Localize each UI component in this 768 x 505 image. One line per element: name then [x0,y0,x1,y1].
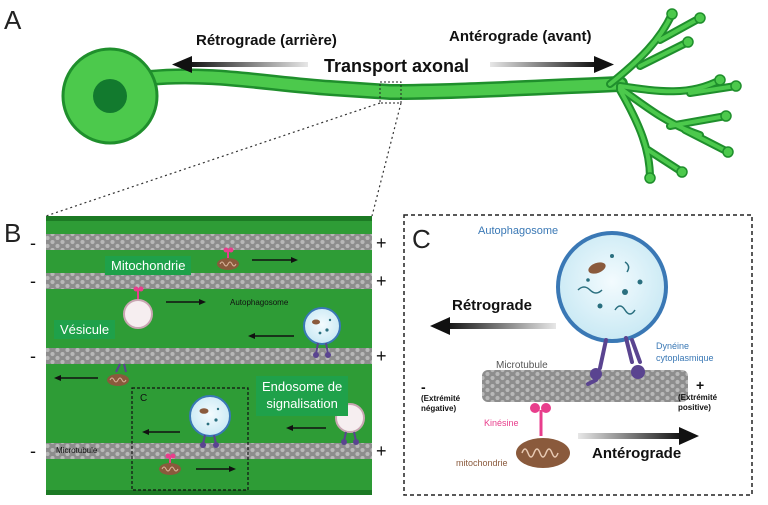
minus-end-label-c: (Extrémité négative) [421,394,460,415]
retrograde-label-a: Rétrograde (arrière) [196,32,337,49]
autophagosome-b2 [189,395,231,448]
microtubule-b4 [46,443,372,459]
minus-sign-b4: - [30,441,36,461]
arrow-left-b5 [142,429,180,435]
endosome-label-line2: signalisation [266,395,338,411]
plus-end-line2: positive) [678,403,711,413]
neuron-nucleus [93,79,127,113]
autophagosome-label-b: Autophagosome [230,298,289,307]
mitochondria-b3 [159,453,181,475]
plus-sign-b3: + [376,346,387,366]
plus-end-label-c: (Extrémité positive) [678,393,717,414]
retrograde-label-c: Rétrograde [452,297,533,314]
minus-end-line1: (Extrémité [421,394,461,403]
panel-b-letter: B [4,218,22,248]
plus-sign-b4: + [376,441,387,461]
inset-c-box [131,387,249,491]
neuron [61,8,742,184]
panel-c-letter: C [412,224,431,254]
plus-end-line1: (Extrémité [678,393,718,402]
arrow-right-b1 [252,257,298,263]
panel-b-area [46,216,372,495]
dynein-label-c: Dynéine cytoplasmique [656,341,714,364]
minus-sign-b3: - [30,346,36,366]
mitochondria-b2 [107,363,129,386]
kinesin-c [530,403,551,436]
microtubule-label-b: Microtubule [56,446,98,455]
panel-c-area [403,214,753,496]
minus-sign-b1: - [30,233,36,253]
microtubule-b1 [46,234,372,250]
kinesin-label-c: Kinésine [484,418,519,428]
minus-sign-b2: - [30,271,36,291]
microtubule-b3 [46,348,372,364]
dynein-line1: Dynéine [656,341,690,351]
neuron-dendrites [606,8,742,184]
mitochondria-label-c: mitochondrie [456,458,508,468]
anterograde-arrow-c [578,427,699,445]
inset-c-letter: C [140,393,148,404]
endosome-label-b: Endosome de signalisation [256,376,349,416]
retrograde-arrow-c [430,317,556,335]
arrow-right-b2 [166,299,206,305]
autophagosome-label-c: Autophagosome [478,225,559,237]
autophagosome-b [303,307,341,358]
mitochondria-c [516,438,570,468]
autophagosome-c [556,231,668,343]
arrow-right-b6 [196,466,236,472]
minus-end-line2: négative) [421,404,457,414]
endosome-label-line1: Endosome de [262,379,343,394]
retrograde-arrow-a [172,56,308,73]
plus-sign-b2: + [376,271,387,291]
dynein-line2: cytoplasmique [656,352,714,363]
microtubule-c [482,370,688,402]
microtubule-b2 [46,273,372,289]
arrow-left-b7 [286,425,326,431]
anterograde-arrow-a [490,56,614,73]
zoom-region-box [379,81,402,104]
vesicle-b [123,286,153,329]
plus-sign-c: + [696,377,705,393]
microtubule-label-c: Microtubule [496,360,548,371]
dynein-c [586,336,645,386]
anterograde-label-c: Antérograde [592,445,682,462]
arrow-left-b3 [248,333,294,339]
minus-sign-c: - [421,379,426,395]
plus-sign-b1: + [376,233,387,253]
vesicle-label-b: Vésicule [54,320,116,339]
arrow-left-b4 [54,375,98,381]
mitochondria-b1 [217,247,239,270]
zoom-lines [45,102,402,217]
anterograde-label-a: Antérograde (avant) [449,28,592,45]
mitochondria-label-b: Mitochondrie [105,256,192,275]
transport-axonal-title: Transport axonal [324,56,470,76]
panel-a-letter: A [4,5,22,35]
